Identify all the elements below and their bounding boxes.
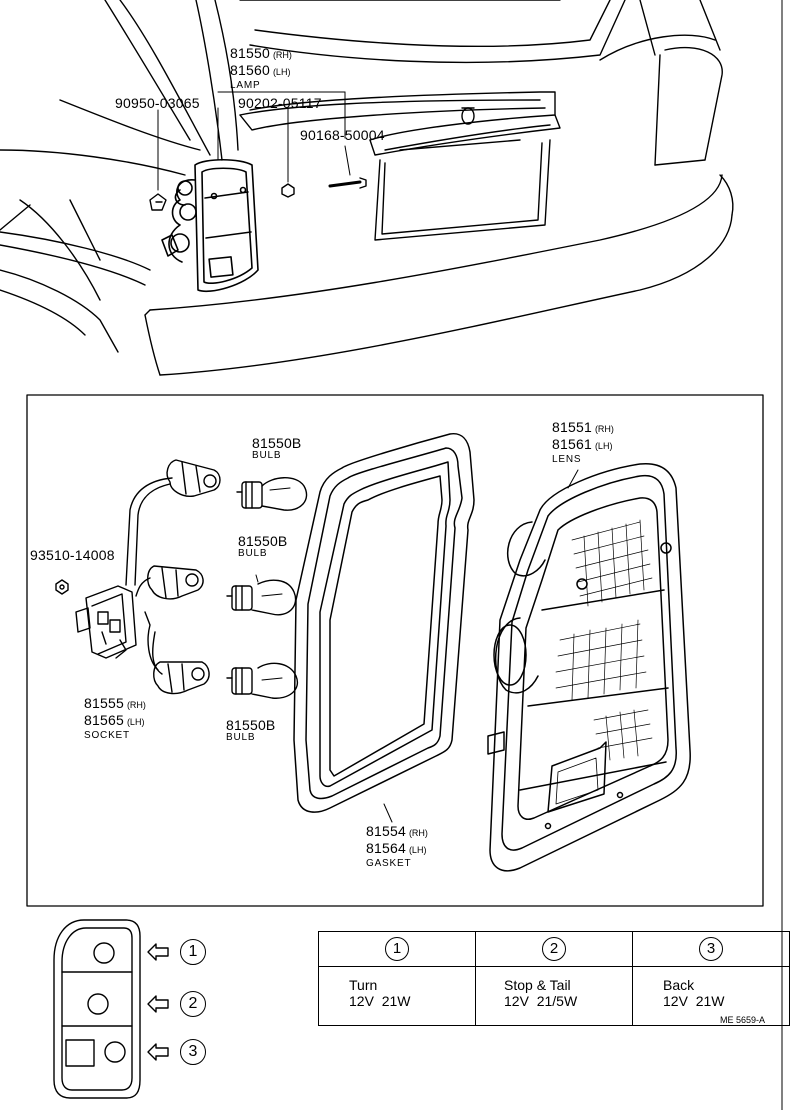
label-screw: 90950-03065: [115, 95, 200, 111]
top-fasteners: [149, 91, 367, 211]
legend-marker-1: 1: [180, 939, 206, 965]
bulb-spec-table: 1 2 3 Turn 12V 21W Stop & Tail 12V 21/5W…: [318, 931, 790, 1026]
gasket-part-number-rh: 81554: [366, 823, 406, 839]
spec-rating-2: 12V 21/5W: [504, 993, 578, 1009]
arrow-1-icon: [147, 943, 169, 961]
lamp-part-number-rh: 81550: [230, 45, 270, 61]
lamp-name: LAMP: [230, 80, 261, 91]
lamp-suffix-lh: (LH): [272, 67, 291, 77]
bulbs: [226, 477, 308, 699]
label-bulb-mid: 81550B BULB: [238, 534, 287, 559]
label-lens: 81551(RH) 81561(LH) LENS: [552, 420, 614, 465]
spec-cell-2: Stop & Tail 12V 21/5W: [475, 966, 633, 1026]
spec-function-2: Stop & Tail: [504, 977, 571, 993]
spec-header-1: 1: [318, 931, 476, 967]
gasket-name: GASKET: [366, 858, 412, 869]
spec-cell-3: Back 12V 21W: [632, 966, 790, 1026]
lens-suffix-lh: (LH): [594, 441, 613, 451]
reference-code: ME 5659-A: [720, 1015, 766, 1025]
screw-90950: [149, 193, 167, 211]
bulb-mid-name: BULB: [238, 548, 268, 559]
lens-prism-pattern: [555, 519, 653, 761]
label-lamp: 81550(RH) 81560(LH) LAMP: [230, 46, 292, 91]
gasket-suffix-rh: (RH): [408, 828, 428, 838]
lens-part-number-rh: 81551: [552, 419, 592, 435]
bulb-bot-name: BULB: [226, 732, 256, 743]
spec-header-3-number: 3: [699, 937, 723, 961]
grommet-93510: [55, 579, 69, 595]
bulb-top-name: BULB: [252, 450, 282, 461]
legend-marker-2-number: 2: [180, 991, 206, 1017]
legend-marker-2: 2: [180, 991, 206, 1017]
spec-rating-3: 12V 21W: [663, 993, 725, 1009]
bulb-mid-part-number: 81550B: [238, 533, 288, 549]
legend-marker-3-number: 3: [180, 1039, 206, 1065]
socket-harness: [55, 459, 221, 695]
gasket: [293, 432, 475, 823]
gasket-suffix-lh: (LH): [408, 845, 427, 855]
arrow-2-icon: [147, 995, 169, 1013]
socket-part-number-lh: 81565: [84, 712, 124, 728]
legend-marker-1-number: 1: [180, 939, 206, 965]
bulb-top: [236, 477, 308, 511]
lens-part-number-lh: 81561: [552, 436, 592, 452]
label-bulb-top: 81550B BULB: [252, 436, 301, 461]
arrow-3-icon: [147, 1043, 169, 1061]
spec-header-2: 2: [475, 931, 633, 967]
lens: [487, 462, 691, 872]
spec-table-header-row: 1 2 3: [318, 931, 790, 967]
label-nut: 90202-05117: [238, 95, 322, 111]
car-rear-body: [0, 0, 734, 376]
socket-name: SOCKET: [84, 730, 130, 741]
spec-function-3: Back: [663, 977, 695, 993]
lamp-suffix-rh: (RH): [272, 50, 292, 60]
spec-header-3: 3: [632, 931, 790, 967]
label-bulb-bot: 81550B BULB: [226, 718, 275, 743]
lens-suffix-rh: (RH): [594, 424, 614, 434]
spec-header-2-number: 2: [542, 937, 566, 961]
bolt-90168: [328, 180, 362, 188]
bulb-top-part-number: 81550B: [252, 435, 302, 451]
legend-lamp: [53, 919, 169, 1099]
spec-table-body-row: Turn 12V 21W Stop & Tail 12V 21/5W Back …: [318, 966, 790, 1026]
socket-suffix-rh: (RH): [126, 700, 146, 710]
label-socket: 81555(RH) 81565(LH) SOCKET: [84, 696, 146, 741]
nut-90202: [281, 183, 295, 198]
spec-function-1: Turn: [349, 977, 378, 993]
bulb-bot-part-number: 81550B: [226, 717, 276, 733]
spec-header-1-number: 1: [385, 937, 409, 961]
gasket-part-number-lh: 81564: [366, 840, 406, 856]
lamp-part-number-lh: 81560: [230, 62, 270, 78]
bulb-bot: [226, 662, 299, 699]
socket-suffix-lh: (LH): [126, 717, 145, 727]
lens-name: LENS: [552, 454, 582, 465]
spec-cell-1: Turn 12V 21W: [318, 966, 476, 1026]
detail-frame: [26, 394, 764, 907]
spec-rating-1: 12V 21W: [349, 993, 411, 1009]
bulb-mid: [226, 574, 297, 616]
socket-part-number-rh: 81555: [84, 695, 124, 711]
label-gasket: 81554(RH) 81564(LH) GASKET: [366, 824, 428, 869]
label-grommet: 93510-14008: [30, 547, 115, 563]
label-bolt: 90168-50004: [300, 127, 385, 143]
rear-lamp-assembly-top: [161, 158, 259, 293]
legend-marker-3: 3: [180, 1039, 206, 1065]
